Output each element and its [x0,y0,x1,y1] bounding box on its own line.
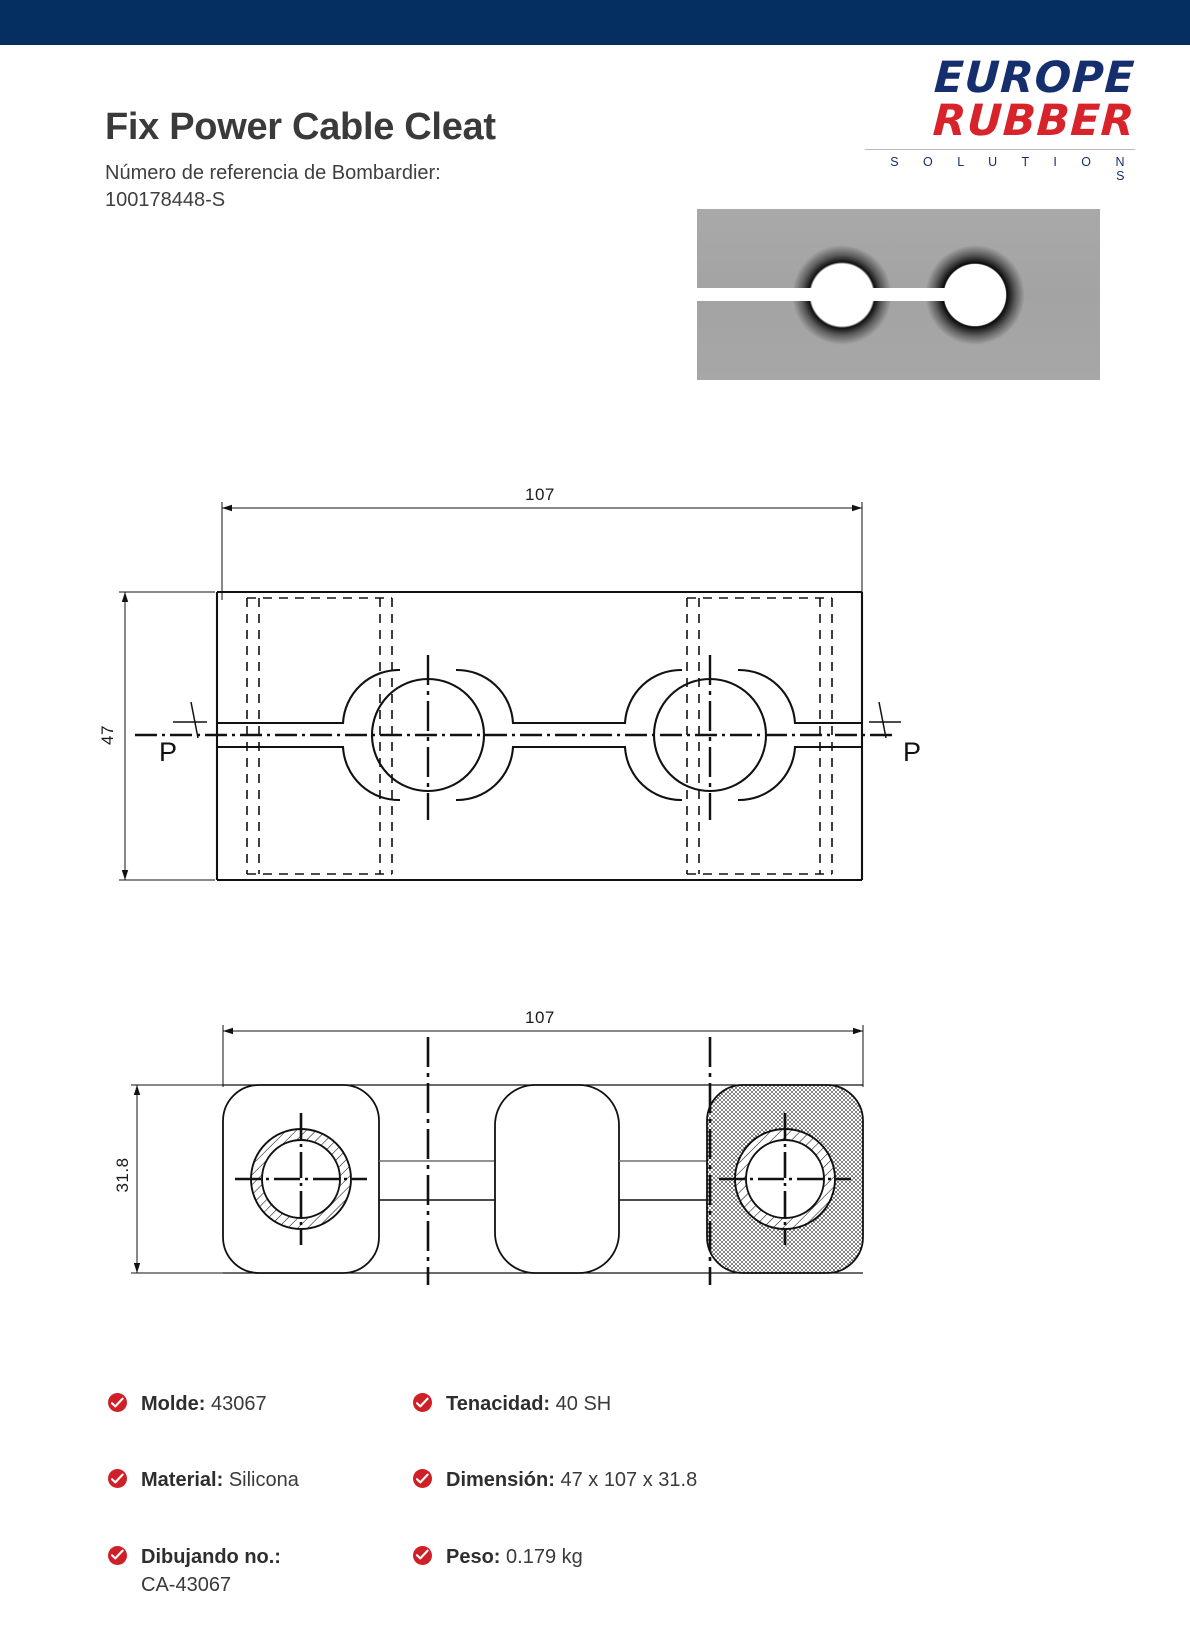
technical-drawing-plan-view: 107 47 P P [95,470,921,900]
check-icon [108,1469,127,1489]
specs-column-right: Tenacidad: 40 SH Dimensión: 47 x 107 x 3… [413,1390,933,1619]
left-block-bushing [250,1128,352,1230]
spec-value: 0.179 kg [506,1545,583,1568]
technical-drawing-section-view: 107 31.8 [95,975,915,1285]
header-text-block: Fix Power Cable Cleat Número de referenc… [105,106,705,214]
logo-text-europe: EUROPE [932,53,1137,103]
spec-item-peso: Peso: 0.179 kg [413,1543,933,1571]
company-logo: EUROPE RUBBER S O L U T I O N S [865,53,1137,183]
spec-key: Dibujando no.: [141,1545,281,1568]
product-photo [697,209,1100,380]
section-label-p-right: P [903,737,922,767]
spec-value-sub: CA-43067 [141,1574,232,1597]
logo-divider [865,148,1135,150]
plan-height-label: 47 [98,725,117,745]
web-left [379,1160,495,1201]
plan-view-svg [119,502,901,882]
logo-tagline: S O L U T I O N S [890,154,1135,183]
spec-key: Molde: [141,1393,211,1415]
section-height-label: 31.8 [113,1157,132,1193]
hole-centerlines [426,655,712,820]
spec-value: 47 x 107 x 31.8 [560,1469,698,1492]
section-view-svg [131,1025,864,1285]
top-header-band [0,0,1190,45]
dimension-height-318 [131,1084,223,1274]
spec-key: Peso: [446,1545,507,1568]
dimension-width-107 [221,502,863,600]
check-icon [413,1469,432,1489]
spec-item-material: Material: Silicona [108,1466,418,1494]
spec-key: Tenacidad: [446,1393,556,1415]
hidden-lines-right [686,597,833,875]
spec-item-dimension: Dimensión: 47 x 107 x 31.8 [413,1466,933,1494]
section-block-middle [494,1084,620,1274]
check-icon [413,1545,432,1565]
plan-width-label: 107 [525,485,555,504]
spec-value: Silicona [228,1469,299,1492]
right-block-bushing [734,1128,836,1230]
check-icon [413,1393,432,1412]
section-width-label: 107 [525,1008,555,1027]
hidden-lines-left [246,597,393,875]
specs-column-left: Molde: 43067 Material: Silicona Dibujand… [108,1390,418,1648]
check-icon [108,1393,127,1412]
spec-item-molde: Molde: 43067 [108,1390,418,1418]
spec-key: Material: [141,1469,229,1492]
section-vertical-centerlines [426,1037,712,1285]
spec-item-dibujando: Dibujando no.: CA-43067 [108,1543,418,1600]
section-label-p-left: P [159,737,178,767]
section-arrow-right [869,701,901,739]
section-arrow-left [173,701,207,739]
cable-slot-profile [217,668,862,802]
spec-item-tenacidad: Tenacidad: 40 SH [413,1390,933,1418]
page-title: Fix Power Cable Cleat [105,106,496,148]
check-icon [108,1545,127,1565]
reference-value: 100178448-S [105,188,226,211]
reference-label: Número de referencia de Bombardier: [105,161,441,184]
spec-value: 40 SH [555,1393,612,1415]
logo-text-rubber: RUBBER [931,95,1137,146]
dimension-width-107-section [222,1025,864,1087]
dimension-height-47 [119,591,215,881]
spec-key: Dimensión: [446,1469,561,1492]
product-photo-render [697,209,1100,380]
spec-value: 43067 [211,1393,267,1415]
